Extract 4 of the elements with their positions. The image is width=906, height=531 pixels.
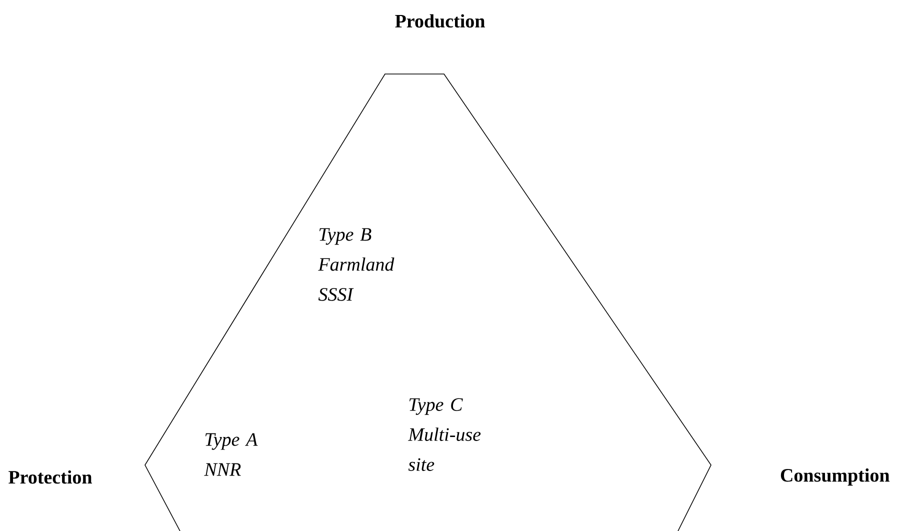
corner-label: Protection xyxy=(8,470,92,484)
corner-label: Consumption xyxy=(780,468,890,486)
hexagon-region: Type B Farmland SSSI Type A NNR Type C Multi-use site xyxy=(144,74,712,531)
corner-label: Production xyxy=(395,14,485,28)
